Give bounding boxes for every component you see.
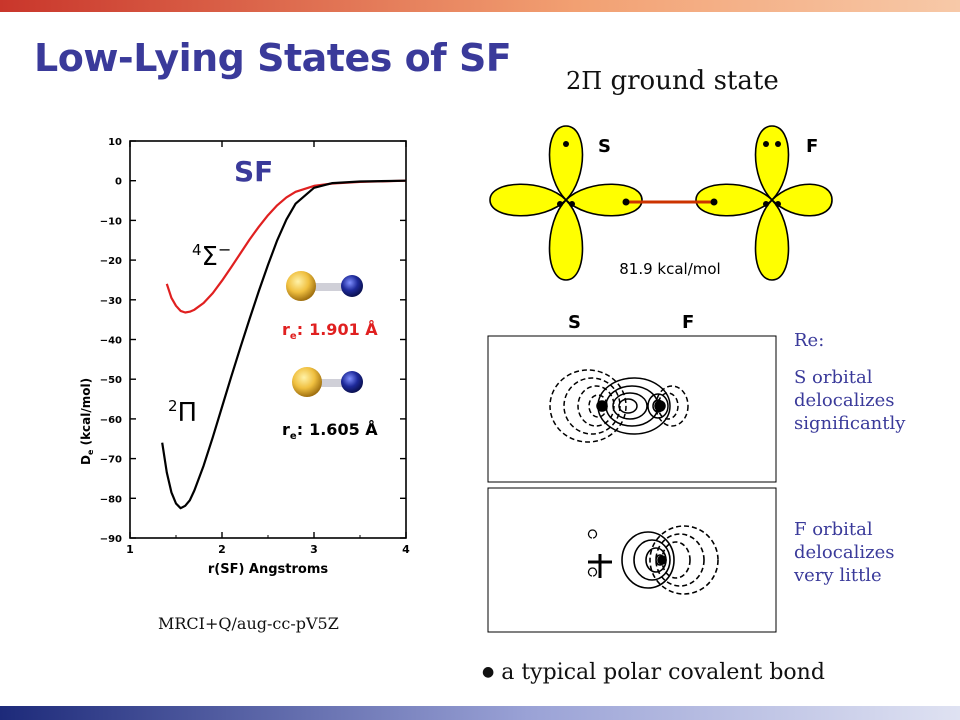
pi-re-prefix: r [282, 420, 290, 439]
sigma-state-symbol: Σ [202, 242, 218, 272]
sigma-state-curve [165, 179, 407, 314]
y-axis-label-main: D [79, 455, 93, 465]
atom-label-s: S [598, 136, 611, 157]
s-orbital-contour-frame [487, 335, 777, 483]
sigma-state-sup: 4 [192, 241, 202, 259]
y-tick-label: 10 [108, 137, 122, 148]
contour-plots: S F [487, 312, 777, 633]
bond-energy: 81.9 kcal/mol [619, 260, 720, 278]
fluorine-orbital-lobes [695, 125, 833, 281]
pi-re-value: 1.605 Å [309, 420, 378, 439]
y-tick-label: −80 [100, 494, 122, 505]
pi-state-label: 2Π [168, 397, 197, 428]
bottom-accent-bar [0, 706, 960, 720]
s-lobe-left-icon [489, 183, 568, 217]
s-orbital-contours [549, 369, 689, 443]
pi-re-colon: : [297, 420, 303, 439]
re-heading: Re: [794, 306, 824, 352]
sulfur-atom-icon [292, 367, 322, 397]
f-orbital-contours [587, 525, 719, 595]
sulfur-orbital-lobes [489, 125, 643, 281]
curves-layer [161, 179, 407, 510]
sigma-bond-length: re:1.901 Å [282, 320, 378, 342]
f-lobe-down-icon [754, 198, 790, 281]
y-tick-label: −20 [100, 256, 122, 267]
summary-text: a typical polar covalent bond [501, 660, 825, 685]
x-tick-label: 1 [126, 543, 134, 556]
pi-state-symbol: Π [178, 398, 198, 428]
method-label: MRCI+Q/aug-cc-pV5Z [158, 614, 339, 633]
contour-label-s: S [568, 312, 581, 333]
x-axis-ticks: 1 2 3 4 [126, 141, 410, 556]
slide-title: Low-Lying States of SF [34, 36, 512, 80]
x-tick-label: 3 [310, 543, 318, 556]
s-lobe-right-icon [564, 183, 643, 217]
sigma-state-tail: − [218, 240, 231, 259]
y-tick-label: −10 [100, 216, 122, 227]
sulfur-atom-icon [286, 271, 316, 301]
sigma-molecule [286, 271, 363, 301]
f-lobe-left-icon [695, 183, 774, 217]
fluorine-atom-icon [341, 371, 363, 393]
y-tick-label: −30 [100, 296, 122, 307]
s-lobe-down-icon [548, 198, 584, 281]
pi-molecule [292, 367, 363, 397]
pi-bond-length: re:1.605 Å [282, 420, 378, 442]
y-axis-label-rest: (kcal/mol) [79, 378, 93, 450]
sigma-re-sub: e [290, 331, 297, 342]
x-tick-label: 4 [402, 543, 410, 556]
y-tick-label: −70 [100, 455, 122, 466]
y-tick-label: −50 [100, 375, 122, 386]
electron-dots [557, 141, 781, 207]
fluorine-atom-icon [341, 275, 363, 297]
f-orbital-contour-frame [487, 487, 777, 633]
y-axis-ticks: 10 0 −10 −20 −30 −40 −50 −60 −70 −80 −90 [100, 137, 406, 545]
f-lobe-right-icon [770, 183, 833, 217]
f-orbital-note: F orbital delocalizes very little [794, 519, 895, 586]
pi-state-curve [161, 179, 407, 510]
sigma-re-prefix: r [282, 320, 290, 339]
plot-frame [129, 140, 407, 539]
s-orbital-note: S orbital delocalizes significantly [794, 367, 906, 434]
sigma-re-value: 1.901 Å [309, 320, 378, 339]
contour-label-f: F [682, 312, 694, 333]
re-heading-text: Re: [794, 330, 825, 351]
sigma-state-label: 4Σ− [192, 240, 231, 272]
s-lobe-up-icon [548, 125, 584, 202]
chart-title: SF [234, 155, 273, 188]
top-accent-bar [0, 0, 960, 12]
y-axis-label-sub: e [86, 449, 95, 455]
y-tick-label: −40 [100, 336, 122, 347]
pi-re-sub: e [290, 431, 297, 442]
ground-state-symbol: 2Π [566, 67, 603, 95]
y-axis-label: De (kcal/mol) [79, 378, 95, 465]
atom-label-f: F [806, 136, 818, 157]
orbital-diagram: S F 81.9 kcal/mol [489, 125, 833, 281]
pi-state-sup: 2 [168, 397, 178, 415]
ground-state-title: 2Π ground state [566, 66, 779, 96]
y-tick-label: 0 [115, 177, 122, 188]
potential-energy-chart: 10 0 −10 −20 −30 −40 −50 −60 −70 −80 −90 1 2 3 4 SF D… [79, 137, 410, 577]
y-tick-label: −90 [100, 534, 122, 545]
x-axis-label: r(SF) Angstroms [208, 562, 329, 577]
bullet-icon: ● [482, 664, 495, 680]
summary-bullet: ● a typical polar covalent bond [482, 660, 825, 685]
x-tick-label: 2 [218, 543, 226, 556]
sigma-re-colon: : [297, 320, 303, 339]
f-lobe-up-icon [754, 125, 790, 202]
ground-state-text: ground state [610, 66, 779, 96]
y-tick-label: −60 [100, 415, 122, 426]
